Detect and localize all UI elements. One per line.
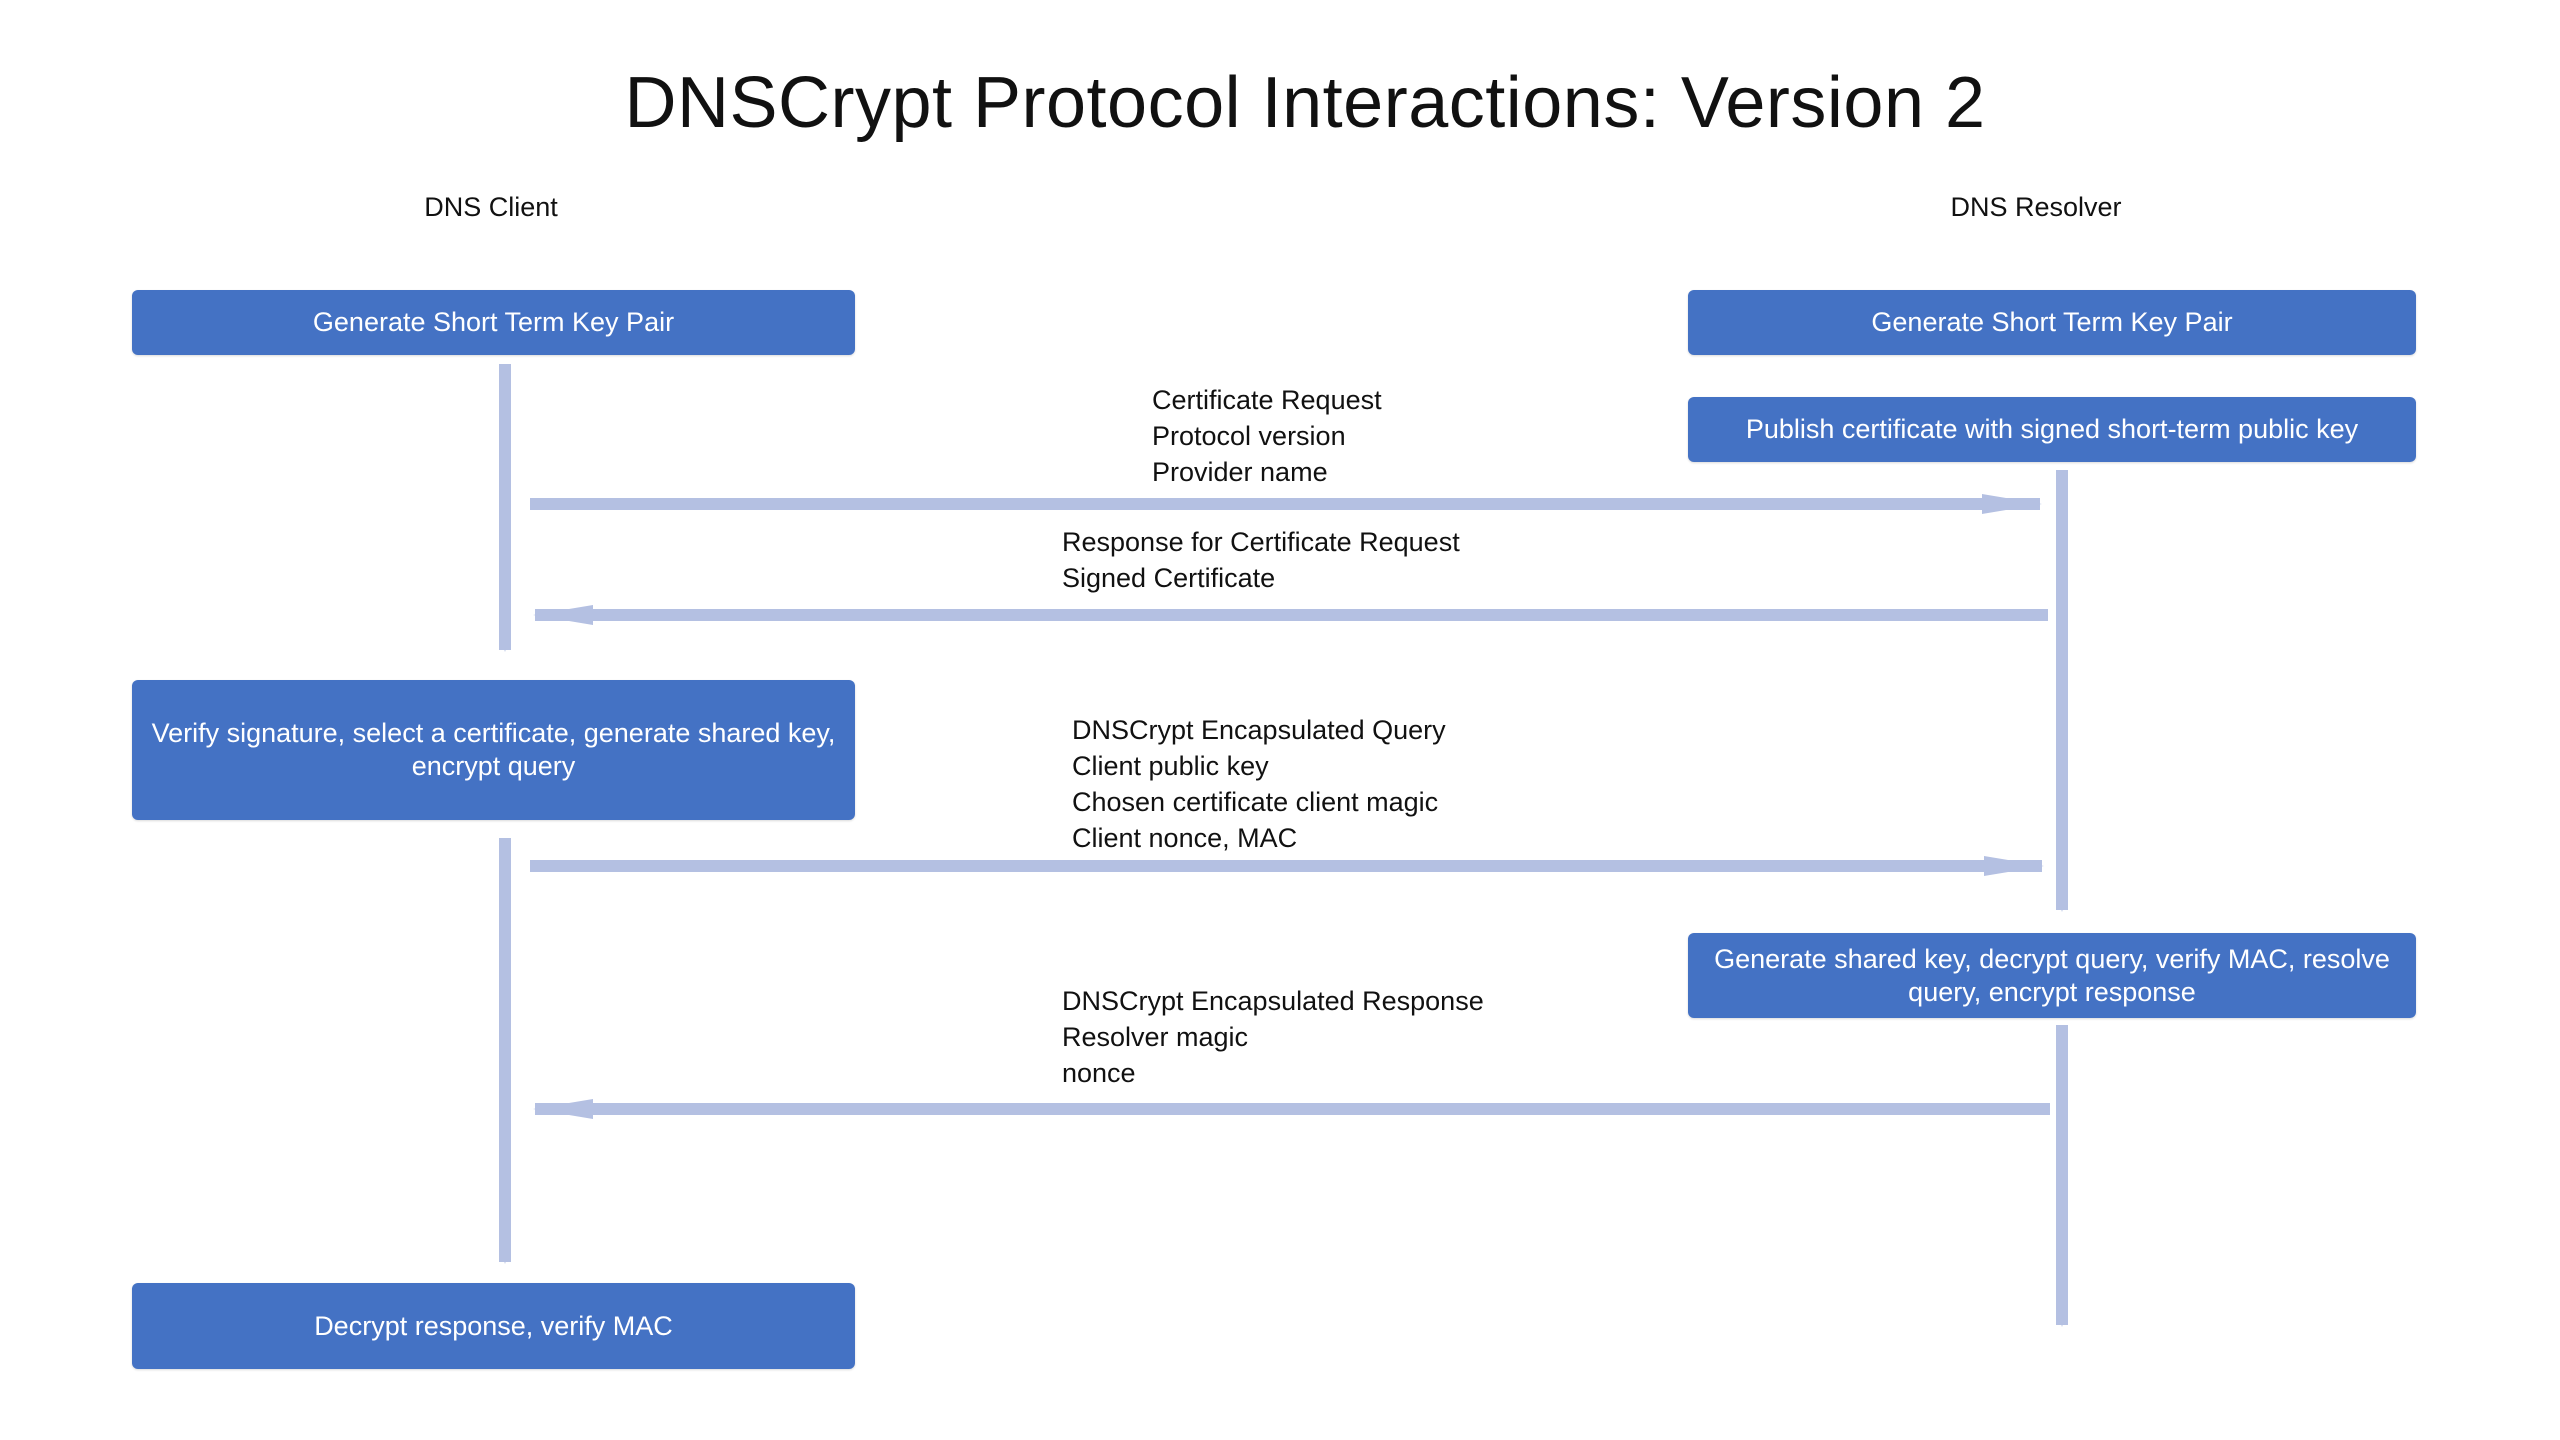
resolver-box-resolve-query: Generate shared key, decrypt query, veri… — [1688, 933, 2416, 1018]
client-box-generate-key-pair: Generate Short Term Key Pair — [132, 290, 855, 355]
resolver-box-generate-key-pair: Generate Short Term Key Pair — [1688, 290, 2416, 355]
lane-label-client: DNS Client — [424, 192, 558, 222]
message-label-certificate-request: Certificate Request Protocol version Pro… — [1152, 382, 1382, 490]
message-line: Client public key — [1072, 751, 1269, 781]
message-line: Signed Certificate — [1062, 563, 1276, 593]
message-line: Provider name — [1152, 457, 1328, 487]
lane-label-resolver: DNS Resolver — [1950, 192, 2122, 222]
client-box-verify-signature: Verify signature, select a certificate, … — [132, 680, 855, 820]
diagram-title: DNSCrypt Protocol Interactions: Version … — [624, 63, 1986, 143]
message-label-certificate-response: Response for Certificate Request Signed … — [1062, 524, 1460, 596]
message-line: DNSCrypt Encapsulated Query — [1072, 715, 1446, 745]
message-label-encapsulated-response: DNSCrypt Encapsulated Response Resolver … — [1062, 983, 1484, 1091]
message-line: Certificate Request — [1152, 385, 1382, 415]
resolver-box-publish-certificate: Publish certificate with signed short-te… — [1688, 397, 2416, 462]
message-line: Client nonce, MAC — [1072, 823, 1298, 853]
message-line: Protocol version — [1152, 421, 1346, 451]
message-label-encapsulated-query: DNSCrypt Encapsulated Query Client publi… — [1072, 712, 1446, 856]
message-line: Chosen certificate client magic — [1072, 787, 1439, 817]
message-line: DNSCrypt Encapsulated Response — [1062, 986, 1484, 1016]
message-line: Response for Certificate Request — [1062, 527, 1460, 557]
message-line: nonce — [1062, 1058, 1136, 1088]
message-line: Resolver magic — [1062, 1022, 1249, 1052]
client-box-decrypt-response: Decrypt response, verify MAC — [132, 1283, 855, 1369]
